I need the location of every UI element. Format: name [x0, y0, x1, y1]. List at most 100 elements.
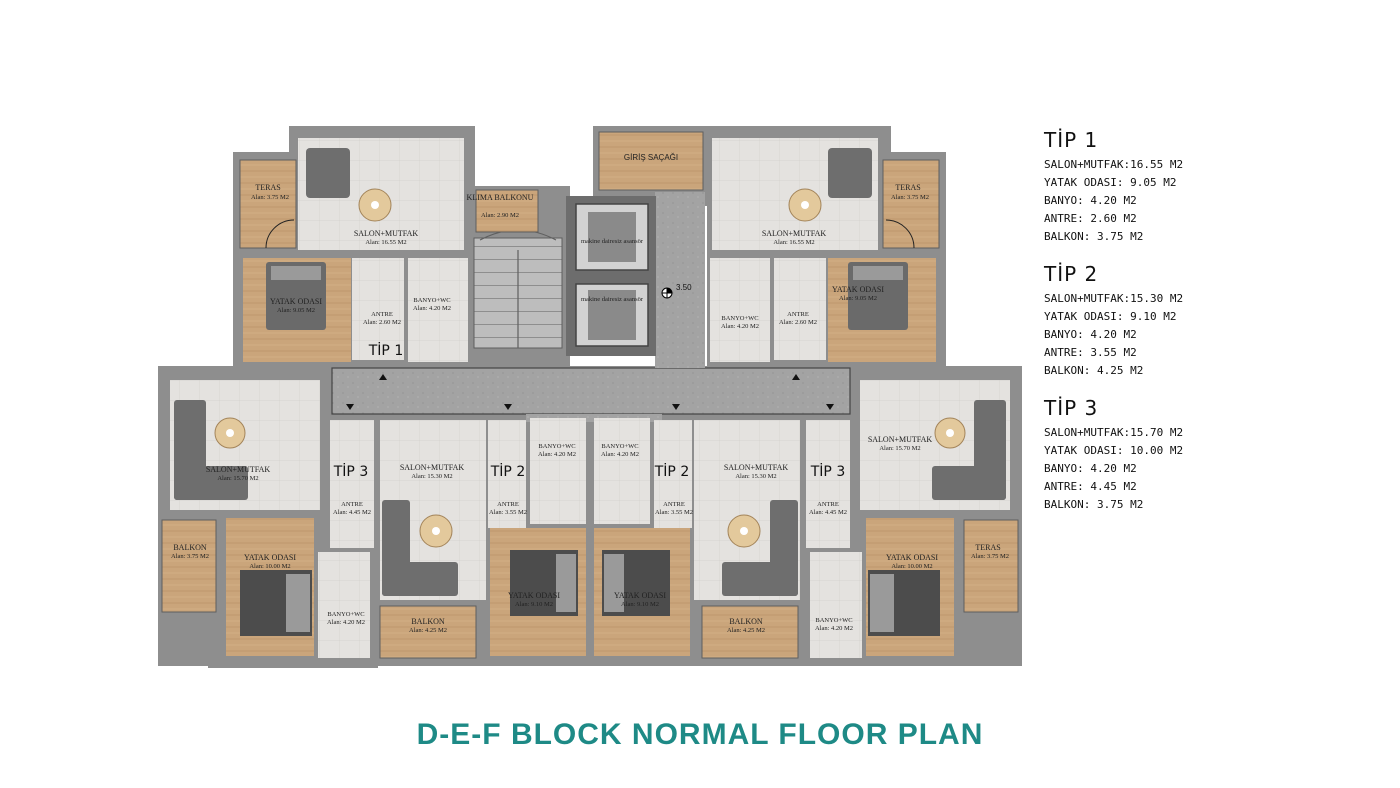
- unit-tip3-right: [806, 380, 1019, 658]
- legend-tip3-row: SALON+MUTFAK:15.70 M2: [1044, 426, 1184, 439]
- banyo-tip1-left-name: BANYO+WC: [413, 297, 450, 304]
- unit-tag-tip3-left: TİP 3: [333, 462, 368, 480]
- salon-tip3-left-name: SALON+MUTFAK: [206, 465, 271, 474]
- legend-tip3-row: YATAK ODASI: 10.00 M2: [1044, 444, 1184, 457]
- balkon-tip3-left-name: BALKON: [173, 543, 207, 552]
- legend-tip2-row: SALON+MUTFAK:15.30 M2: [1044, 292, 1184, 305]
- legend-tip2: TİP 2 SALON+MUTFAK:15.30 M2 YATAK ODASI:…: [1044, 262, 1244, 380]
- salon-tip2-left-name: SALON+MUTFAK: [400, 463, 465, 472]
- banyo-tip3-right-area: Alan: 4.20 M2: [815, 625, 853, 632]
- unit-tag-tip3-right: TİP 3: [810, 462, 845, 480]
- salon-tip1-left-name: SALON+MUTFAK: [354, 229, 419, 238]
- legend-tip1-row: ANTRE: 2.60 M2: [1044, 212, 1137, 225]
- yatak-tip3-left-name: YATAK ODASI: [244, 553, 296, 562]
- balkon-tip2-left-area: Alan: 4.25 M2: [409, 627, 447, 634]
- salon-tip3-right-name: SALON+MUTFAK: [868, 435, 933, 444]
- climate-balcony-area: Alan: 2.90 M2: [481, 212, 519, 219]
- yatak-tip2-left-area: Alan: 9.10 M2: [515, 601, 553, 608]
- legend-tip1-row: BANYO: 4.20 M2: [1044, 194, 1137, 207]
- staircase: [473, 229, 563, 349]
- antre-tip3-left-name: ANTRE: [341, 501, 363, 508]
- antre-tip2-left-name: ANTRE: [497, 501, 519, 508]
- yatak-tip2-right-name: YATAK ODASI: [614, 591, 666, 600]
- legend-tip2-row: YATAK ODASI: 9.10 M2: [1044, 310, 1177, 323]
- legend-tip2-row: ANTRE: 3.55 M2: [1044, 346, 1137, 359]
- legend-tip3-title: TİP 3: [1044, 396, 1099, 420]
- plan-title: D-E-F BLOCK NORMAL FLOOR PLAN: [416, 718, 984, 751]
- antre-tip2-right-area: Alan: 3.55 M2: [655, 509, 693, 516]
- yatak-tip1-left-area: Alan: 9.05 M2: [277, 307, 315, 314]
- teras-left-name: TERAS: [255, 183, 280, 192]
- balkon-tip3-left-area: Alan: 3.75 M2: [171, 553, 209, 560]
- legend-tip3-row: ANTRE: 4.45 M2: [1044, 480, 1137, 493]
- balkon-tip2-right-area: Alan: 4.25 M2: [727, 627, 765, 634]
- teras-left-area: Alan: 3.75 M2: [251, 194, 289, 201]
- unit-tag-tip2-right: TİP 2: [654, 462, 689, 480]
- banyo-tip3-right-name: BANYO+WC: [815, 617, 852, 624]
- teras-tip3-right-name: TERAS: [975, 543, 1000, 552]
- salon-tip2-right-area: Alan: 15.30 M2: [735, 473, 776, 480]
- unit-tag-tip2-left: TİP 2: [490, 462, 525, 480]
- common-corridor: [331, 192, 851, 422]
- unit-tip1-right: [710, 138, 940, 362]
- legend-tip1-row: BALKON: 3.75 M2: [1044, 230, 1144, 243]
- climate-balcony-name: KLIMA BALKONU: [467, 193, 534, 202]
- legend-tip2-row: BANYO: 4.20 M2: [1044, 328, 1137, 341]
- salon-tip1-left-area: Alan: 16.55 M2: [365, 239, 406, 246]
- yatak-tip1-right-area: Alan: 9.05 M2: [839, 295, 877, 302]
- antre-tip1-right-area: Alan: 2.60 M2: [779, 319, 817, 326]
- level-marker: 3.50: [661, 283, 692, 299]
- yatak-tip3-left-area: Alan: 10.00 M2: [249, 563, 290, 570]
- antre-tip3-right-area: Alan: 4.45 M2: [809, 509, 847, 516]
- yatak-tip1-left-name: YATAK ODASI: [270, 297, 322, 306]
- antre-tip1-left-name: ANTRE: [371, 311, 393, 318]
- unit-tags: TİP 1 TİP 3 TİP 2 TİP 2 TİP 3: [333, 341, 845, 480]
- door-arrows: [346, 374, 834, 410]
- elevator-shafts: makine dairesiz asansör makine dairesiz …: [566, 196, 656, 356]
- salon-tip1-right-name: SALON+MUTFAK: [762, 229, 827, 238]
- teras-right-name: TERAS: [895, 183, 920, 192]
- yatak-tip2-left-name: YATAK ODASI: [508, 591, 560, 600]
- antre-tip1-right-name: ANTRE: [787, 311, 809, 318]
- banyo-tip3-left-area: Alan: 4.20 M2: [327, 619, 365, 626]
- banyo-tip3-left-name: BANYO+WC: [327, 611, 364, 618]
- legend-tip1-title: TİP 1: [1044, 128, 1099, 152]
- entrance-canopy-label: GİRİŞ SAÇAĞI: [624, 153, 678, 162]
- area-legend: TİP 1 SALON+MUTFAK:16.55 M2 YATAK ODASI:…: [1044, 128, 1244, 530]
- antre-tip3-left-area: Alan: 4.45 M2: [333, 509, 371, 516]
- yatak-tip3-right-name: YATAK ODASI: [886, 553, 938, 562]
- antre-tip3-right-name: ANTRE: [817, 501, 839, 508]
- legend-tip1: TİP 1 SALON+MUTFAK:16.55 M2 YATAK ODASI:…: [1044, 128, 1244, 246]
- legend-tip3-row: BALKON: 3.75 M2: [1044, 498, 1144, 511]
- climate-balcony: KLIMA BALKONU Alan: 2.90 M2: [467, 189, 539, 233]
- level-marker-value: 3.50: [676, 283, 692, 292]
- banyo-tip2-left-area: Alan: 4.20 M2: [538, 451, 576, 458]
- teras-tip3-right-area: Alan: 3.75 M2: [971, 553, 1009, 560]
- legend-tip1-row: YATAK ODASI: 9.05 M2: [1044, 176, 1177, 189]
- legend-tip3: TİP 3 SALON+MUTFAK:15.70 M2 YATAK ODASI:…: [1044, 396, 1244, 514]
- elevator-2-label: makine dairesiz asansör: [581, 296, 644, 303]
- antre-tip1-left-area: Alan: 2.60 M2: [363, 319, 401, 326]
- salon-tip1-right-area: Alan: 16.55 M2: [773, 239, 814, 246]
- unit-tag-tip1-left: TİP 1: [368, 341, 403, 359]
- yatak-tip3-right-area: Alan: 10.00 M2: [891, 563, 932, 570]
- legend-tip3-row: BANYO: 4.20 M2: [1044, 462, 1137, 475]
- legend-tip2-row: BALKON: 4.25 M2: [1044, 364, 1144, 377]
- antre-tip2-right-name: ANTRE: [663, 501, 685, 508]
- entrance-canopy: GİRİŞ SAÇAĞI: [598, 131, 704, 191]
- antre-tip2-left-area: Alan: 3.55 M2: [489, 509, 527, 516]
- yatak-tip1-right-name: YATAK ODASI: [832, 285, 884, 294]
- unit-tip1-left: [239, 138, 468, 362]
- banyo-tip1-right-name: BANYO+WC: [721, 315, 758, 322]
- yatak-tip2-right-area: Alan: 9.10 M2: [621, 601, 659, 608]
- salon-tip2-right-name: SALON+MUTFAK: [724, 463, 789, 472]
- salon-tip3-right-area: Alan: 15.70 M2: [879, 445, 920, 452]
- unit-tip3-left: [161, 380, 374, 658]
- balkon-tip2-left-name: BALKON: [411, 617, 445, 626]
- legend-tip1-row: SALON+MUTFAK:16.55 M2: [1044, 158, 1184, 171]
- elevator-1-label: makine dairesiz asansör: [581, 238, 644, 245]
- salon-tip2-left-area: Alan: 15.30 M2: [411, 473, 452, 480]
- banyo-tip1-right-area: Alan: 4.20 M2: [721, 323, 759, 330]
- banyo-tip2-right-name: BANYO+WC: [601, 443, 638, 450]
